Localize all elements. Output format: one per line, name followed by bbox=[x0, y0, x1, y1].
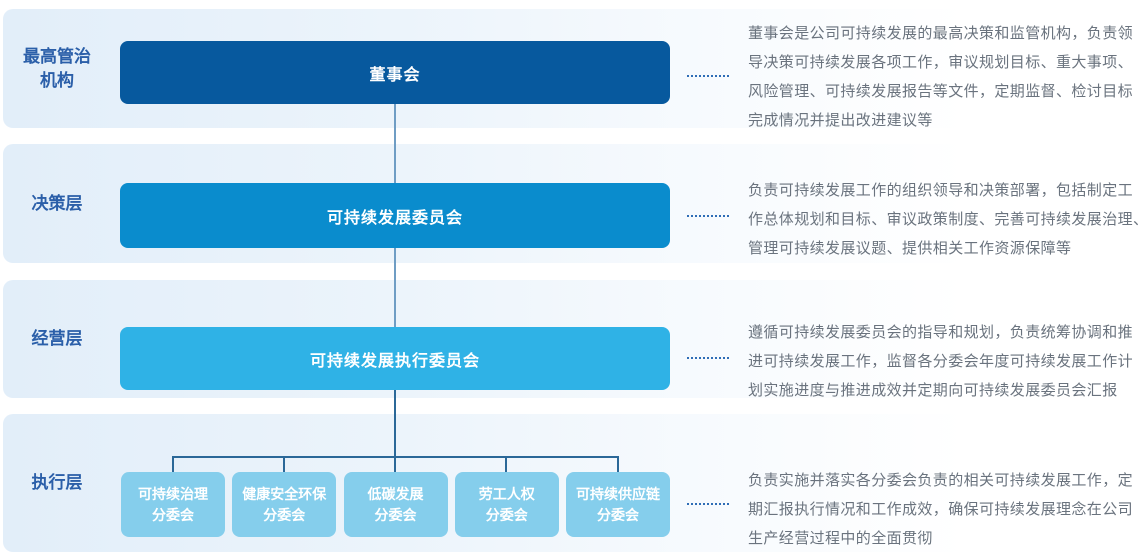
org-box-sustainability-committee: 可持续发展委员会 bbox=[120, 183, 670, 248]
connector-stub-4 bbox=[505, 456, 507, 472]
connector-committee-to-exec bbox=[394, 248, 396, 327]
description-exec-committee: 遵循可持续发展委员会的指导和规划，负责统筹协调和推 进可持续发展工作，监督各分委… bbox=[748, 324, 1134, 399]
connector-board-to-committee bbox=[394, 104, 396, 183]
description-subcommittees: 负责实施并落实各分委会负责的相关可持续发展工作，定 期汇报执行情况和工作成效，确… bbox=[748, 472, 1134, 547]
subcommittee-box-governance: 可持续治理 分委会 bbox=[121, 472, 225, 537]
description-committee: 负责可持续发展工作的组织领导和决策部署，包括制定工 作总体规划和目标、审议政策制… bbox=[748, 182, 1138, 257]
connector-stub-1 bbox=[172, 456, 174, 472]
connector-exec-to-branch bbox=[394, 390, 396, 457]
subcommittee-box-labor-rights: 劳工人权 分委会 bbox=[454, 472, 559, 537]
dotted-leader-2 bbox=[687, 215, 729, 217]
org-box-sustainability-executive-committee: 可持续发展执行委员会 bbox=[120, 327, 670, 390]
level-label-execution: 执行层 bbox=[31, 473, 83, 492]
level-label-top-governance: 最高管治 机构 bbox=[23, 46, 91, 90]
connector-stub-2 bbox=[283, 456, 285, 472]
level-label-decision: 决策层 bbox=[31, 193, 83, 213]
subcommittee-row: 可持续治理 分委会 健康安全环保 分委会 低碳发展 分委会 劳工人权 分委会 可… bbox=[121, 472, 670, 537]
dotted-leader-1 bbox=[687, 75, 729, 77]
subcommittee-box-hse: 健康安全环保 分委会 bbox=[232, 472, 337, 537]
description-board: 董事会是公司可持续发展的最高决策和监管机构，负责领 导决策可持续发展各项工作，审… bbox=[748, 25, 1134, 129]
subcommittee-box-supply-chain: 可持续供应链 分委会 bbox=[566, 472, 670, 537]
dotted-leader-4 bbox=[687, 503, 729, 505]
dotted-leader-3 bbox=[687, 357, 729, 359]
level-label-operation: 经营层 bbox=[31, 329, 83, 348]
subcommittee-box-low-carbon: 低碳发展 分委会 bbox=[343, 472, 448, 537]
org-box-board-of-directors: 董事会 bbox=[120, 41, 670, 104]
connector-stub-5 bbox=[617, 456, 619, 472]
connector-stub-3 bbox=[394, 456, 396, 472]
